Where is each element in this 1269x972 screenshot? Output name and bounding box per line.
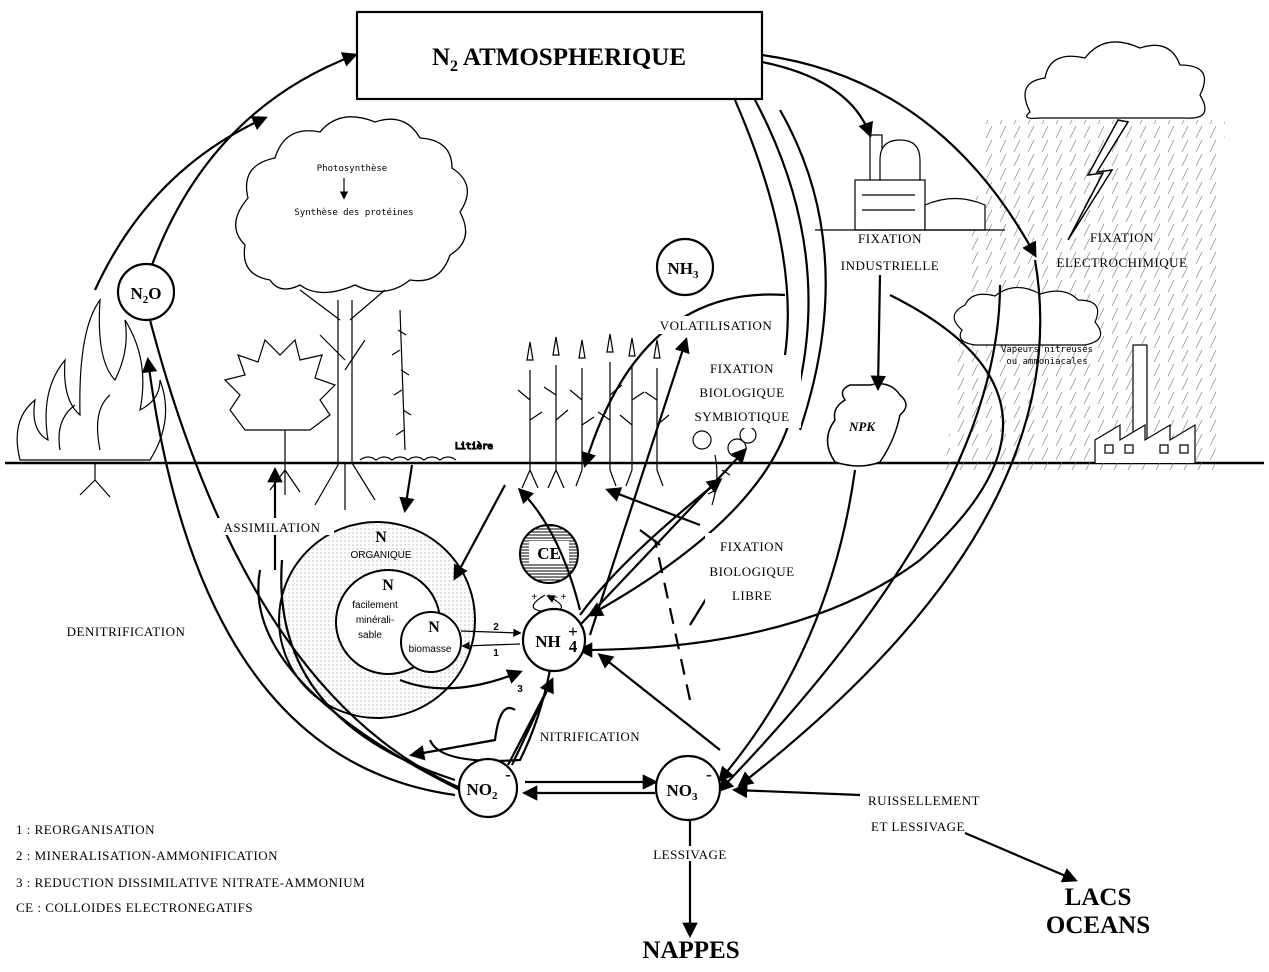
legend: 1 : REORGANISATION 2 : MINERALISATION-AM… [16,822,365,915]
fix-ind-2: INDUSTRIELLE [841,258,939,273]
npk-fertilizer-bag: NPK [826,383,907,467]
industrial-plant-icon [815,134,1005,231]
fix-ind-1: FIXATION [858,231,922,246]
tree-cloud-line2: Synthèse des protéines [294,207,413,218]
lightning-icon [1067,119,1130,241]
node-no2: NO2 - [457,757,519,819]
svg-text:-: - [505,765,511,784]
organic-mid-l1: facilement [352,600,398,611]
fix-elec-1: FIXATION [1090,230,1154,245]
nappes-label: NAPPES [642,937,739,964]
organic-mid-n: N [382,577,394,594]
volatilisation-label: VOLATILISATION [660,318,773,333]
n2-title-n: N [432,44,450,71]
organic-inner-n: N [428,619,440,636]
shrub-icon [223,338,337,495]
assimilation-label: ASSIMILATION [224,520,321,535]
fix-sym-3: SYMBIOTIQUE [694,409,789,424]
lessivage-label: LESSIVAGE [653,847,727,862]
svg-text:N2O: N2O [130,284,161,306]
vapour-line2: ou ammoniacales [1006,357,1087,367]
svg-text:4: 4 [569,637,578,656]
organic-mid-l2: minérali- [356,615,394,626]
organic-inner-label: biomasse [409,644,452,655]
crops-icon [517,333,670,489]
n2-atmospheric-box: N2 ATMOSPHERIQUE [355,10,764,101]
rain-storm [945,41,1225,470]
lacs-label: LACS [1065,884,1132,911]
denitrification-label: DENITRIFICATION [67,624,186,639]
rain-cloud [1024,41,1206,120]
n2-title-sub: 2 [450,58,458,75]
npk-label: NPK [848,419,876,434]
organic-outer-n: N [375,529,387,546]
num-2: 2 [493,622,499,633]
vapour-line1: Vapeurs nitreuses [1001,345,1093,355]
node-n2o: N2O [116,262,176,322]
svg-text:-: - [706,765,712,784]
fix-sym-2: BIOLOGIQUE [699,385,784,400]
legend-item-4: CE : COLLOIDES ELECTRONEGATIFS [16,900,253,915]
svg-text:NH3: NH3 [668,259,700,281]
fix-lib-2: BIOLOGIQUE [709,564,794,579]
litter-label: Litière [455,441,493,452]
fix-elec-2: ELECTROCHIMIQUE [1057,255,1188,270]
flow-arrows [94,52,1078,939]
n2-title-rest: ATMOSPHERIQUE [458,44,686,71]
num-1: 1 [493,648,499,659]
vapour-cloud: Vapeurs nitreuses ou ammoniacales [953,286,1102,367]
legend-item-3: 3 : REDUCTION DISSIMILATIVE NITRATE-AMMO… [16,875,365,890]
num-3: 3 [517,684,523,695]
svg-text:NO3: NO3 [667,781,699,803]
oceans-label: OCEANS [1046,912,1150,939]
ce-label: CE [537,544,561,563]
organic-n-pool: N ORGANIQUE N facilement minérali- sable… [278,521,476,719]
ruissellement-2: ET LESSIVAGE [871,819,965,834]
fix-lib-1: FIXATION [720,539,784,554]
tree-cloud-line1: Photosynthèse [317,163,387,174]
nitrification-label: NITRIFICATION [540,729,640,744]
ruissellement-1: RUISSELLEMENT [868,793,980,808]
legend-item-2: 2 : MINERALISATION-AMMONIFICATION [16,848,278,863]
fix-sym-1: FIXATION [710,361,774,376]
tree-icon: Photosynthèse Synthèse des protéines [235,116,468,510]
node-nh4: NH + 4 [521,607,587,673]
organic-outer-label: ORGANIQUE [350,550,411,561]
factory-icon [1094,344,1196,464]
svg-text:N2 ATMOSPHERIQUE: N2 ATMOSPHERIQUE [432,44,686,75]
node-no3: NO3 - [654,754,722,822]
organic-mid-l3: sable [358,630,382,641]
legend-item-1: 1 : REORGANISATION [16,822,155,837]
svg-text:NH: NH [535,632,561,651]
svg-text:NO2: NO2 [467,780,499,802]
litter-branch: Litière [359,309,494,461]
fix-lib-3: LIBRE [732,588,772,603]
fire-icon [16,297,167,498]
ce-colloid: CE + - + - + [519,524,579,603]
svg-text:+: + [568,622,578,641]
node-nh3: NH3 [655,237,715,297]
